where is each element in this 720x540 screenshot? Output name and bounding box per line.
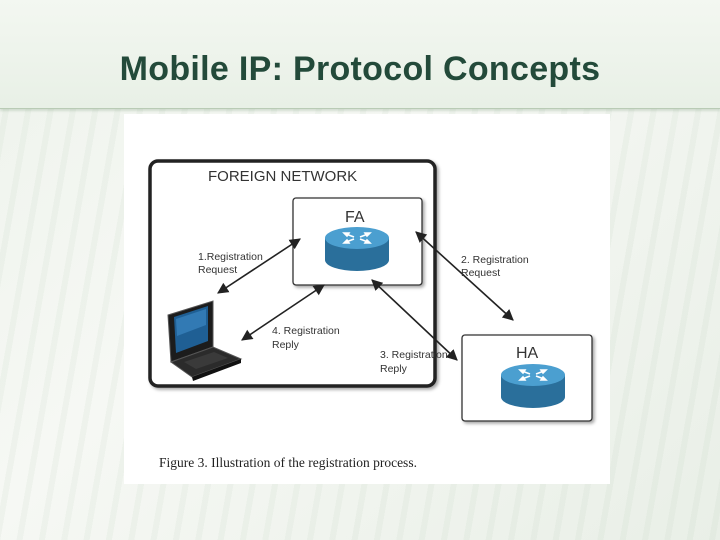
- ha-label: HA: [516, 345, 539, 362]
- arrow-reg-reply-3: [371, 279, 458, 361]
- figure-panel: FOREIGN NETWORK FA HA: [124, 114, 610, 484]
- slide-title: Mobile IP: Protocol Concepts: [119, 50, 601, 88]
- label-reg-reply-3: 3. Registration Reply: [380, 349, 451, 375]
- arrow-reg-reply-4: [241, 284, 325, 341]
- arrow-reg-request-2: [415, 231, 514, 321]
- title-band: [0, 0, 720, 109]
- label-reg-reply-4: 4. Registration Reply: [272, 325, 343, 351]
- arrow-reg-request-1: [217, 238, 301, 294]
- laptop-icon: [167, 300, 243, 381]
- registration-diagram: FOREIGN NETWORK FA HA: [148, 159, 593, 422]
- foreign-network-label: FOREIGN NETWORK: [208, 168, 357, 185]
- label-reg-request-1: 1.Registration Request: [198, 251, 266, 276]
- label-reg-request-2: 2. Registration Request: [461, 254, 532, 279]
- fa-label: FA: [345, 209, 365, 226]
- ha-router-icon: [501, 364, 565, 408]
- figure-caption: Figure 3. Illustration of the registrati…: [159, 455, 417, 470]
- fa-router-icon: [325, 227, 389, 271]
